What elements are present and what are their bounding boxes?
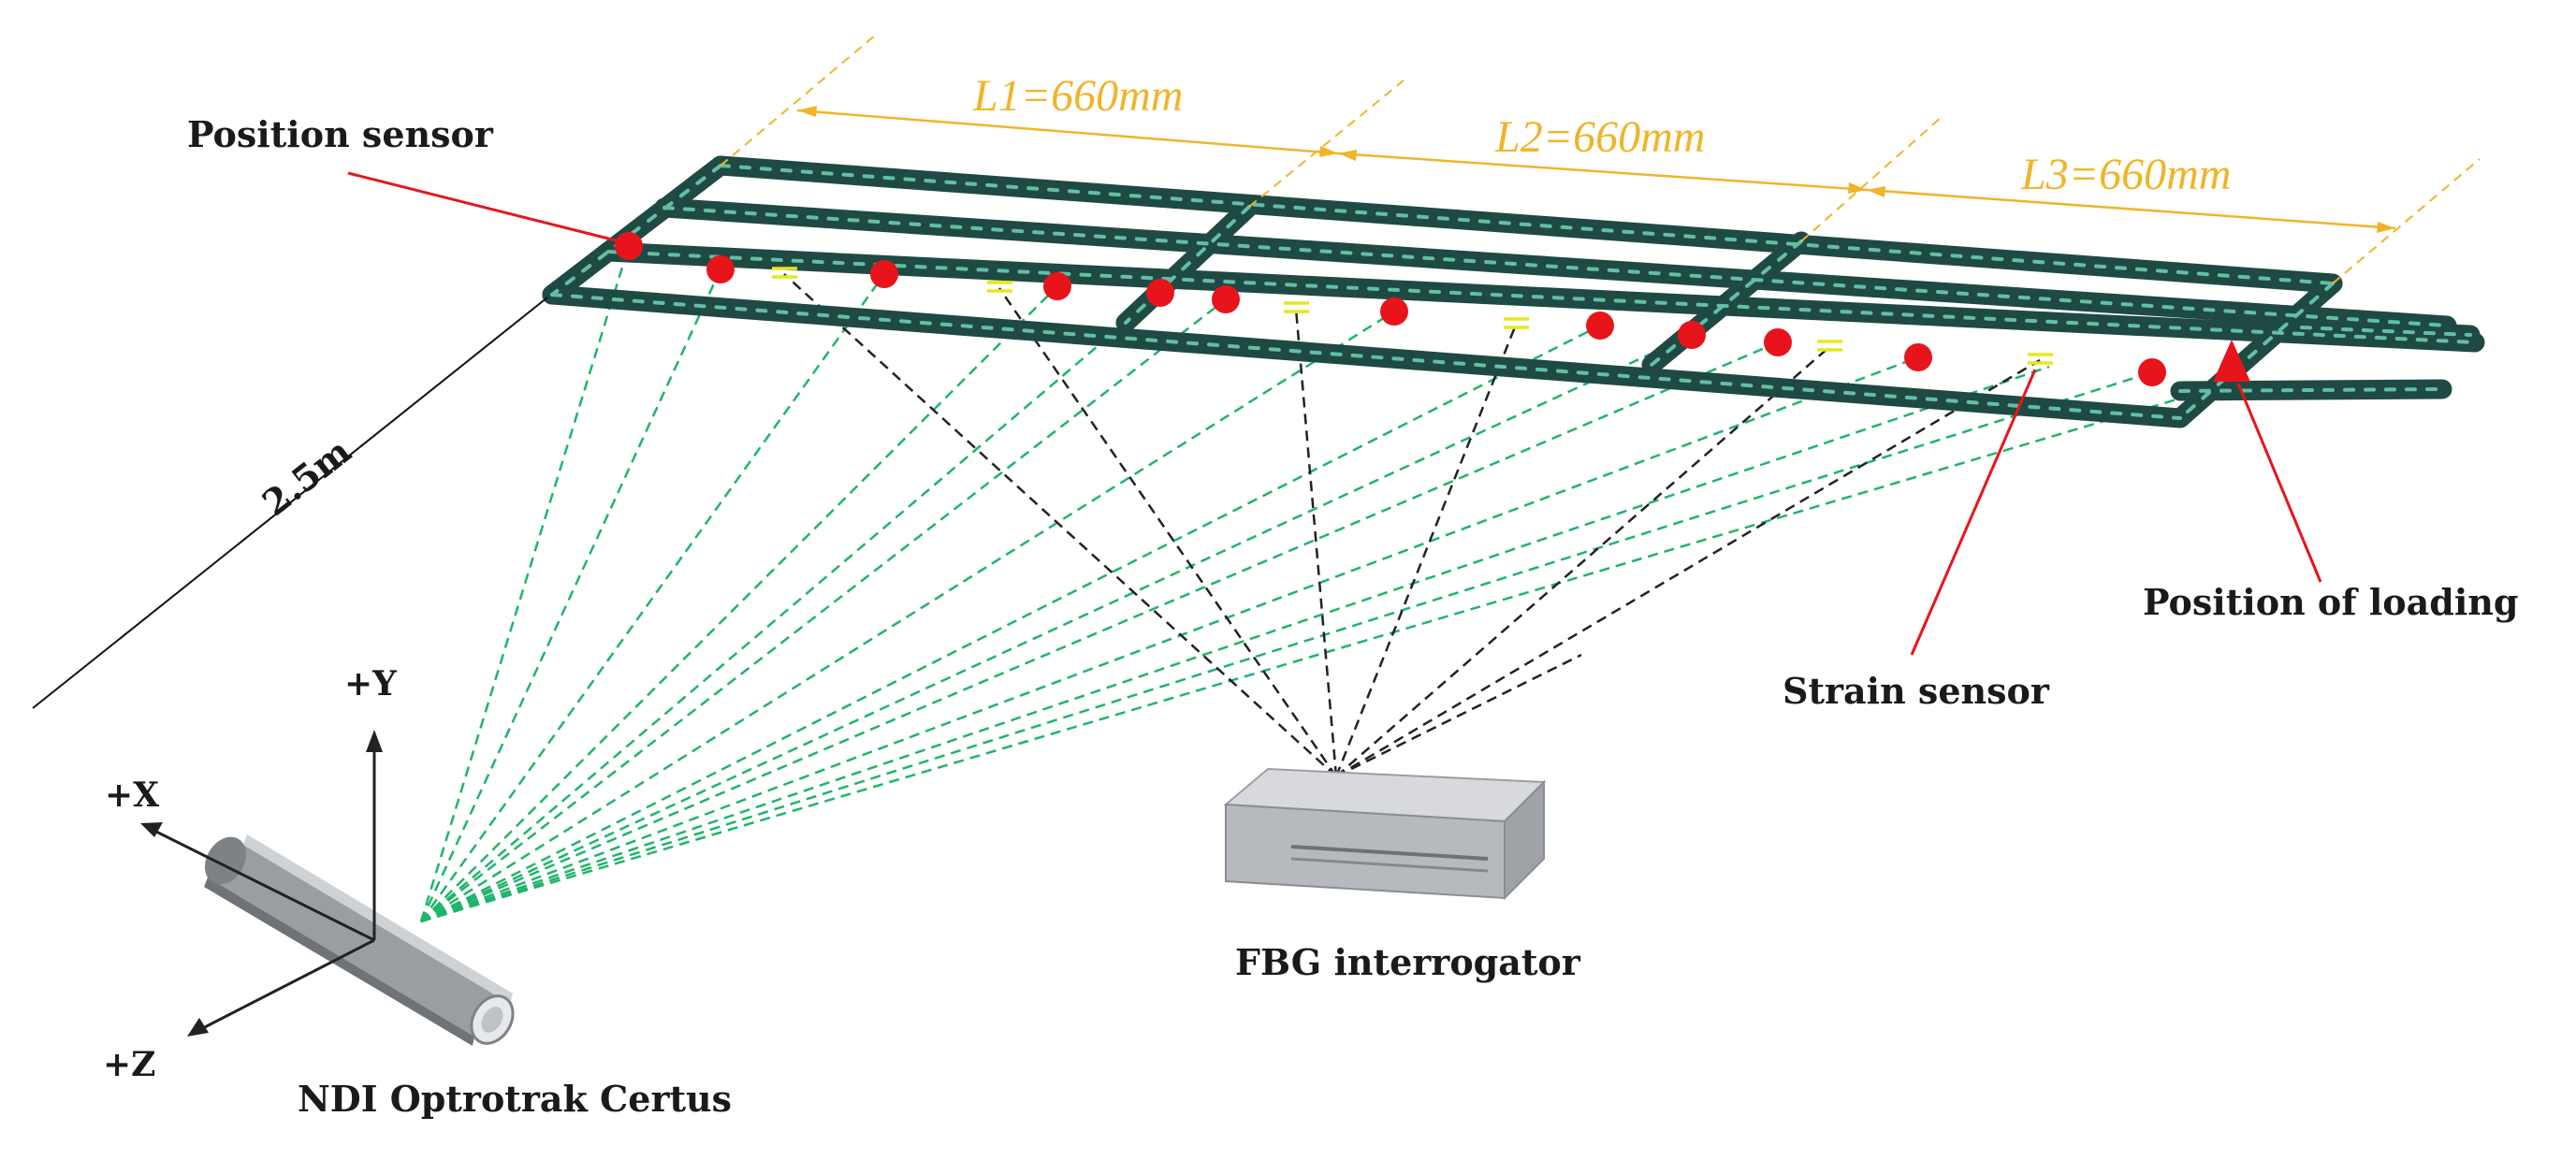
position-sensor-marker bbox=[706, 255, 735, 283]
axis-y-label: +Y bbox=[344, 664, 398, 703]
strain-sensor-marker bbox=[1817, 340, 1842, 352]
loading-marker bbox=[2213, 340, 2250, 382]
position-sensor-marker bbox=[1586, 312, 1614, 340]
strain-sensor-marker bbox=[2028, 353, 2053, 365]
axis-z-label: +Z bbox=[103, 1045, 155, 1084]
position-sensor-label: Position sensor bbox=[187, 113, 494, 155]
position-of-loading-label: Position of loading bbox=[2143, 581, 2518, 623]
axes bbox=[140, 730, 383, 1037]
position-sensor-marker bbox=[870, 260, 898, 288]
dimension-label-l2: L2=660mm bbox=[1494, 112, 1705, 162]
position-sensor-marker bbox=[1146, 279, 1174, 307]
fbg-links bbox=[783, 273, 2041, 778]
distance-label: 2.5m bbox=[255, 429, 358, 524]
fbg-interrogator-label: FBG interrogator bbox=[1235, 941, 1581, 983]
position-sensor-marker bbox=[1380, 297, 1408, 326]
strain-sensor-marker bbox=[772, 267, 797, 279]
strain-sensor-marker bbox=[987, 281, 1012, 293]
position-sensor-marker bbox=[2138, 358, 2166, 386]
dimension-label-l3: L3=660mm bbox=[2020, 150, 2231, 199]
dimension-label-l1: L1=660mm bbox=[972, 71, 1183, 121]
camera-rays bbox=[419, 245, 2247, 923]
position-sensor-marker bbox=[1043, 272, 1071, 300]
ndi-camera-device bbox=[204, 834, 515, 1046]
strain-sensor-marker bbox=[1504, 317, 1529, 329]
position-sensor-marker bbox=[1678, 321, 1706, 349]
strain-sensors bbox=[772, 267, 2053, 365]
dimension-lines bbox=[720, 35, 2481, 284]
strain-sensor-marker bbox=[1284, 301, 1309, 313]
leader-lines bbox=[32, 171, 2322, 709]
position-sensor-marker bbox=[615, 232, 643, 260]
axis-x-label: +X bbox=[105, 776, 159, 815]
position-sensor-marker bbox=[1764, 328, 1792, 356]
position-sensors bbox=[615, 232, 2166, 386]
ndi-optotrak-label: NDI Optrotrak Certus bbox=[298, 1078, 732, 1120]
beam-frame bbox=[542, 155, 2485, 428]
position-sensor-marker bbox=[1904, 343, 1932, 371]
fbg-interrogator-device bbox=[1223, 767, 1547, 901]
strain-sensor-label: Strain sensor bbox=[1783, 670, 2050, 712]
position-sensor-marker bbox=[1212, 285, 1240, 313]
